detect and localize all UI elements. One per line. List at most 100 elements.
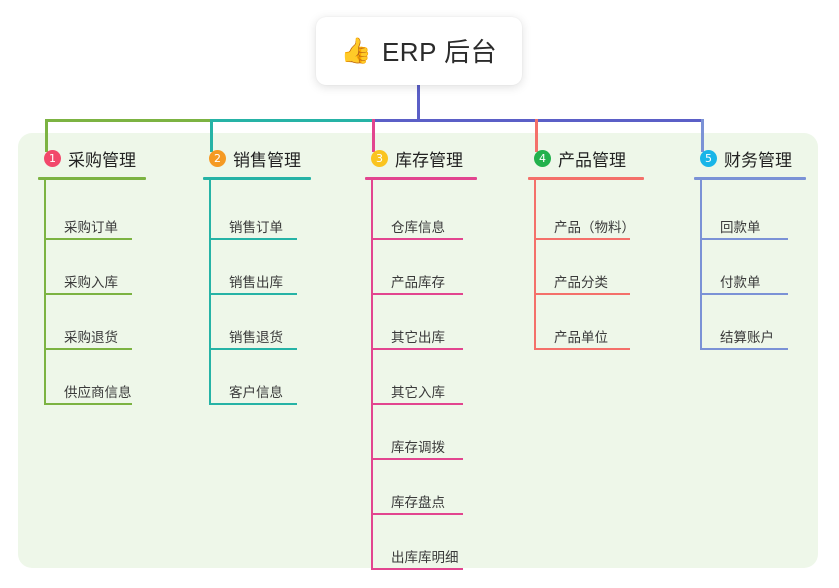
leaf-item[interactable]: 采购退货 (38, 295, 146, 350)
leaf-item[interactable]: 采购订单 (38, 180, 146, 240)
branch-spine (44, 180, 46, 405)
branch-column-3: 3 库存管理仓库信息产品库存其它出库其它入库库存调拨库存盘点出库库明细 (365, 145, 477, 570)
branch-badge-icon: 2 (209, 149, 226, 167)
leaf-item-underline (44, 348, 132, 350)
branch-underline (38, 177, 146, 180)
leaf-item[interactable]: 其它出库 (365, 295, 477, 350)
leaf-item-underline (700, 348, 788, 350)
leaf-item-label: 其它出库 (391, 330, 445, 345)
leaf-item[interactable]: 产品（物料） (528, 180, 644, 240)
leaf-item[interactable]: 销售退货 (203, 295, 311, 350)
branch-column-1: 1 采购管理采购订单采购入库采购退货供应商信息 (38, 145, 146, 405)
leaf-item-underline (371, 293, 463, 295)
leaf-item-label: 客户信息 (229, 385, 283, 400)
leaf-item-underline (534, 348, 630, 350)
leaf-item-label: 产品分类 (554, 275, 608, 290)
leaf-item-label: 结算账户 (720, 330, 774, 345)
branch-spine (209, 180, 211, 405)
branch-header-5[interactable]: 5 财务管理 (694, 145, 806, 171)
leaf-item-underline (371, 238, 463, 240)
thumbs-up-icon: 👍 (340, 35, 372, 65)
bus-segment-1 (45, 119, 213, 122)
leaf-item-underline (44, 403, 132, 405)
leaf-item[interactable]: 库存盘点 (365, 460, 477, 515)
leaf-item-label: 仓库信息 (391, 220, 445, 235)
leaf-item-underline (44, 238, 132, 240)
leaf-item[interactable]: 客户信息 (203, 350, 311, 405)
leaf-item[interactable]: 产品单位 (528, 295, 644, 350)
branch-title: 产品管理 (558, 150, 626, 170)
branch-header-2[interactable]: 2 销售管理 (203, 145, 311, 171)
branch-badge-icon: 5 (700, 149, 717, 167)
leaf-item[interactable]: 回款单 (694, 180, 806, 240)
root-node[interactable]: 👍 ERP 后台 (316, 17, 522, 85)
leaf-item[interactable]: 出库库明细 (365, 515, 477, 570)
leaf-item-underline (371, 458, 463, 460)
leaf-item-underline (371, 403, 463, 405)
branch-title: 销售管理 (233, 150, 301, 170)
branch-underline (365, 177, 477, 180)
leaf-item[interactable]: 仓库信息 (365, 180, 477, 240)
leaf-item-underline (371, 568, 463, 570)
leaf-item[interactable]: 销售出库 (203, 240, 311, 295)
branch-header-1[interactable]: 1 采购管理 (38, 145, 146, 171)
leaf-item-label: 采购入库 (64, 275, 118, 290)
branch-title: 财务管理 (724, 150, 792, 170)
leaf-item-underline (700, 238, 788, 240)
bus-segment-3 (372, 119, 538, 122)
leaf-item[interactable]: 库存调拨 (365, 405, 477, 460)
leaf-item[interactable]: 结算账户 (694, 295, 806, 350)
branch-title: 库存管理 (395, 150, 463, 170)
leaf-item-label: 采购退货 (64, 330, 118, 345)
leaf-item-underline (209, 403, 297, 405)
root-node-title: ERP 后台 (381, 36, 498, 67)
branch-spine (371, 180, 373, 570)
leaf-item[interactable]: 供应商信息 (38, 350, 146, 405)
bus-segment-4 (535, 119, 704, 122)
branch-items: 回款单付款单结算账户 (694, 180, 806, 350)
branch-underline (528, 177, 644, 180)
leaf-item-label: 销售出库 (229, 275, 283, 290)
leaf-item-underline (44, 293, 132, 295)
leaf-item-underline (534, 238, 630, 240)
branch-items: 销售订单销售出库销售退货客户信息 (203, 180, 311, 405)
branch-spine (534, 180, 536, 350)
branch-items: 采购订单采购入库采购退货供应商信息 (38, 180, 146, 405)
root-trunk-line (417, 85, 420, 122)
leaf-item[interactable]: 销售订单 (203, 180, 311, 240)
leaf-item-label: 库存调拨 (391, 440, 445, 455)
leaf-item-underline (209, 293, 297, 295)
branch-badge-icon: 3 (371, 149, 388, 167)
leaf-item[interactable]: 其它入库 (365, 350, 477, 405)
bus-segment-root-right (417, 119, 538, 122)
bus-segment-2 (210, 119, 375, 122)
leaf-item-underline (700, 293, 788, 295)
branch-column-2: 2 销售管理销售订单销售出库销售退货客户信息 (203, 145, 311, 405)
branch-items: 产品（物料） 产品分类产品单位 (528, 180, 644, 350)
leaf-item-label: 其它入库 (391, 385, 445, 400)
branch-badge-icon: 1 (44, 149, 61, 167)
leaf-item-label: 出库库明细 (391, 550, 459, 565)
leaf-item-label: 产品单位 (554, 330, 608, 345)
leaf-item[interactable]: 采购入库 (38, 240, 146, 295)
branch-underline (203, 177, 311, 180)
branch-underline (694, 177, 806, 180)
diagram-panel (18, 133, 818, 568)
branch-header-3[interactable]: 3 库存管理 (365, 145, 477, 171)
leaf-item[interactable]: 付款单 (694, 240, 806, 295)
leaf-item-label: 回款单 (720, 220, 761, 235)
leaf-item-label: 产品（物料） (554, 220, 635, 235)
leaf-item-underline (534, 293, 630, 295)
leaf-item[interactable]: 产品分类 (528, 240, 644, 295)
leaf-item-underline (209, 348, 297, 350)
leaf-item-label: 销售退货 (229, 330, 283, 345)
leaf-item-label: 付款单 (720, 275, 761, 290)
leaf-item[interactable]: 产品库存 (365, 240, 477, 295)
branch-items: 仓库信息产品库存其它出库其它入库库存调拨库存盘点出库库明细 (365, 180, 477, 570)
branch-title: 采购管理 (68, 150, 136, 170)
leaf-item-label: 供应商信息 (64, 385, 132, 400)
leaf-item-underline (371, 348, 463, 350)
branch-spine (700, 180, 702, 350)
